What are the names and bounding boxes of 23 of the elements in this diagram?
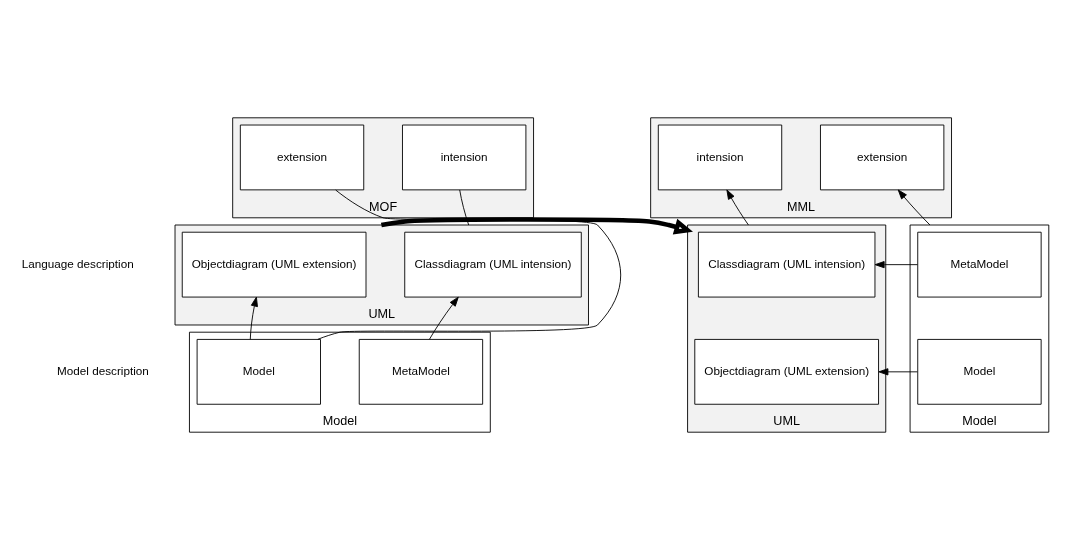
node-box: Model <box>196 338 321 405</box>
node-box: extension <box>820 124 945 191</box>
arrow <box>380 217 693 235</box>
label: Language description <box>21 256 134 270</box>
connector <box>459 189 470 226</box>
arrow <box>897 189 931 226</box>
node-box: MetaModel <box>358 338 484 405</box>
arrow <box>249 296 258 340</box>
node-box: Model <box>917 338 1042 405</box>
node-box: MetaModel <box>917 231 1042 298</box>
node-box: extension <box>239 124 365 191</box>
connector <box>317 189 622 340</box>
node-box: intension <box>402 124 527 191</box>
arrow <box>726 189 749 226</box>
node-box: Classdiagram (UML intension) <box>697 231 876 298</box>
arrow <box>429 296 459 340</box>
label: Model description <box>57 363 149 377</box>
arrow <box>878 368 918 376</box>
node-box: Classdiagram (UML intension) <box>404 231 582 298</box>
arrow <box>874 261 918 269</box>
node-box: intension <box>657 124 783 191</box>
node-box: Objectdiagram (UML extension) <box>694 338 879 405</box>
node-box: Objectdiagram (UML extension) <box>181 231 367 298</box>
